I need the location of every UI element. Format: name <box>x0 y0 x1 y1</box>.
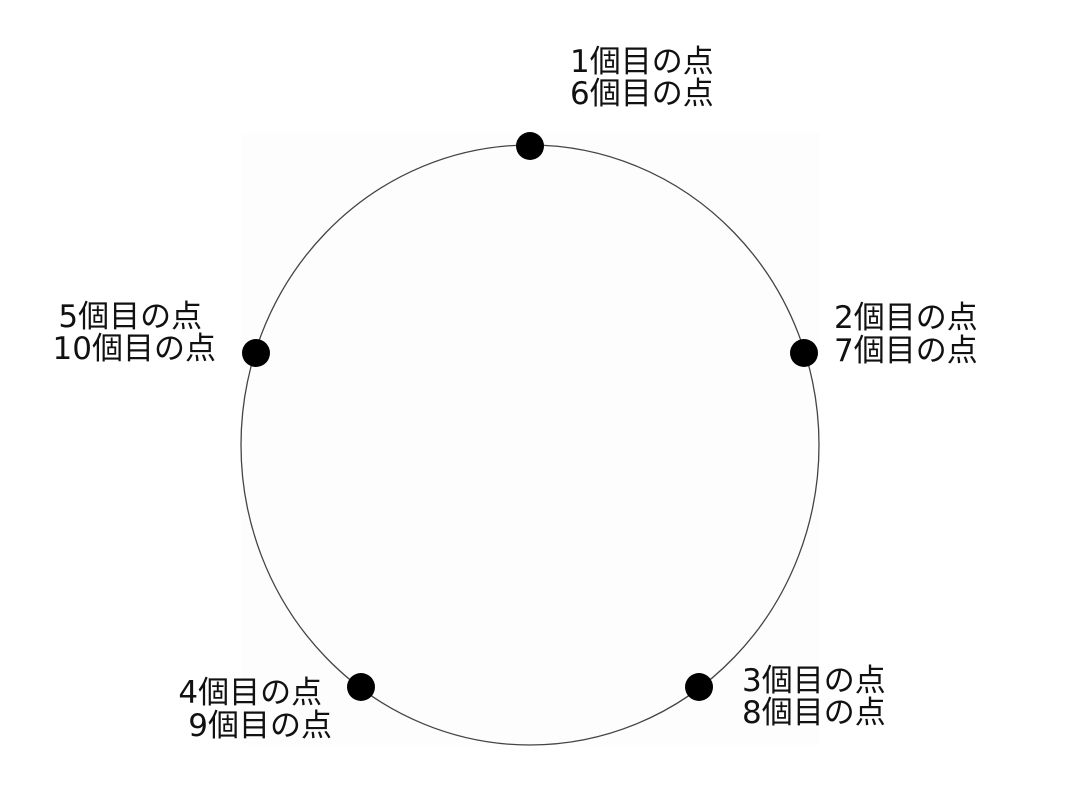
point-label-4-line-1: 4個目の点 <box>178 675 322 711</box>
point-label-5-line-1: 5個目の点 <box>58 299 202 335</box>
point-label-3-line-2: 8個目の点 <box>742 695 886 731</box>
point-label-4: 4個目の点 9個目の点 <box>178 675 332 744</box>
point-label-2: 2個目の点 7個目の点 <box>834 300 988 369</box>
point-marker-5 <box>242 339 270 367</box>
point-label-1-line-2: 6個目の点 <box>570 76 714 112</box>
point-label-3: 3個目の点 8個目の点 <box>742 663 896 731</box>
point-label-1: 1個目の点 6個目の点 <box>570 44 724 112</box>
point-label-1-line-1: 1個目の点 <box>570 44 714 80</box>
point-label-3-line-1: 3個目の点 <box>742 663 886 699</box>
point-label-4-line-2: 9個目の点 <box>188 708 332 744</box>
circle-background-panel <box>241 133 819 745</box>
point-label-5-line-2: 10個目の点 <box>53 331 216 367</box>
point-marker-4 <box>347 673 375 701</box>
point-label-5: 5個目の点 10個目の点 <box>53 299 216 367</box>
point-label-2-line-2: 7個目の点 <box>834 333 978 369</box>
point-label-2-line-1: 2個目の点 <box>834 300 978 336</box>
point-marker-2 <box>790 339 818 367</box>
point-marker-1 <box>516 132 544 160</box>
point-marker-3 <box>685 673 713 701</box>
